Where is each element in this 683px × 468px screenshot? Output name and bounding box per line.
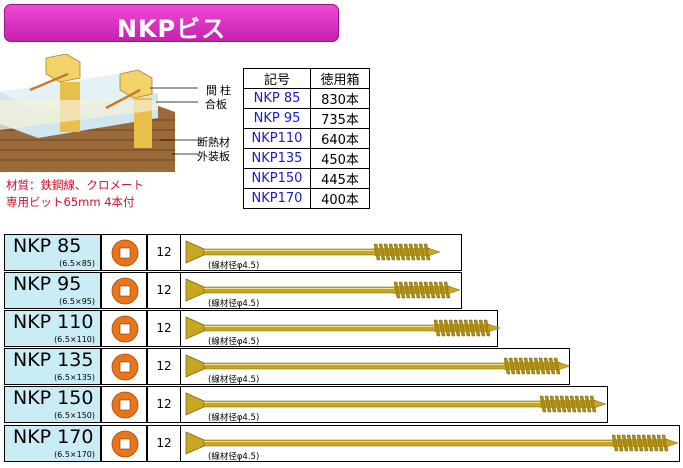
screw-name-cell: NKP 85 (6.5×85) [4, 234, 101, 271]
screw-name: NKP 95 [13, 273, 82, 295]
bit-note: 専用ビット65mm 4本付 [6, 195, 135, 209]
screw-head-cell [101, 272, 147, 309]
spec-table-header: 記号 徳用箱 [243, 68, 370, 89]
screw-row: NKP 150 (6.5×150) 12 (線材径φ4.5) [4, 386, 608, 423]
title-banner: NKPビス [4, 4, 339, 43]
spec-code: NKP135 [243, 148, 311, 169]
screw-size: (6.5×135) [54, 373, 95, 382]
screw-name: NKP 170 [13, 426, 94, 448]
label-plywood: 合板 [205, 98, 227, 111]
screw-name-cell: NKP 170 (6.5×170) [4, 425, 101, 462]
wire-diameter-note: (線材径φ4.5) [208, 375, 260, 385]
screw-head-icon [111, 315, 139, 343]
header-code: 記号 [243, 68, 311, 89]
screw-count-cell: 12 [147, 310, 181, 347]
screw-illustration [185, 354, 571, 378]
screw-head-cell [101, 386, 147, 423]
screw-name-cell: NKP 135 (6.5×135) [4, 348, 101, 385]
screw-count-cell: 12 [147, 386, 181, 423]
screw-illustration [185, 278, 461, 302]
label-stud: 間 [206, 84, 217, 97]
spec-qty: 735本 [310, 108, 370, 129]
screw-illustration [185, 240, 441, 264]
label-siding: 外装板 [197, 150, 230, 163]
spec-qty: 400本 [310, 188, 370, 209]
screw-row: NKP 85 (6.5×85) 12 (線材径φ4.5) [4, 234, 462, 271]
screw-illustration [185, 431, 679, 455]
screw-count: 12 [156, 359, 172, 373]
screw-name-cell: NKP 95 (6.5×95) [4, 272, 101, 309]
spec-qty: 830本 [310, 88, 370, 109]
table-row: NKP135 450本 [243, 148, 370, 169]
screw-head-cell [101, 425, 147, 462]
spec-table: 記号 徳用箱 NKP 85 830本 NKP 95 735本 NKP110 64… [243, 68, 370, 209]
screw-name-cell: NKP 110 (6.5×110) [4, 310, 101, 347]
screw-count: 12 [156, 283, 172, 297]
screw-count-cell: 12 [147, 425, 181, 462]
screw-head-icon [111, 277, 139, 305]
wire-diameter-note: (線材径φ4.5) [208, 337, 260, 347]
header-box-qty: 徳用箱 [310, 68, 370, 89]
screw-size: (6.5×170) [54, 450, 95, 459]
spec-qty: 640本 [310, 128, 370, 149]
wall-construction-illustration [0, 54, 198, 172]
screw-row: NKP 170 (6.5×170) 12 (線材径φ4.5) [4, 425, 680, 462]
table-row: NKP 85 830本 [243, 88, 370, 109]
wire-diameter-note: (線材径φ4.5) [208, 261, 260, 271]
screw-row: NKP 110 (6.5×110) 12 (線材径φ4.5) [4, 310, 501, 347]
spec-code: NKP150 [243, 168, 311, 189]
screw-row: NKP 95 (6.5×95) 12 (線材径φ4.5) [4, 272, 462, 309]
label-pillar: 柱 [220, 84, 231, 97]
screw-size: (6.5×110) [54, 335, 95, 344]
screw-name: NKP 110 [13, 311, 94, 333]
screw-name: NKP 135 [13, 349, 94, 371]
screw-row: NKP 135 (6.5×135) 12 (線材径φ4.5) [4, 348, 571, 385]
wire-diameter-note: (線材径φ4.5) [208, 413, 260, 423]
page-title: NKPビス [116, 15, 227, 43]
spec-code: NKP110 [243, 128, 311, 149]
screw-head-cell [101, 310, 147, 347]
screw-head-icon [111, 239, 139, 267]
screw-head-icon [111, 430, 139, 458]
screw-illustration [185, 392, 607, 416]
spec-code: NKP 95 [243, 108, 311, 129]
table-row: NKP110 640本 [243, 128, 370, 149]
screw-name-cell: NKP 150 (6.5×150) [4, 386, 101, 423]
table-row: NKP 95 735本 [243, 108, 370, 129]
screw-head-icon [111, 353, 139, 381]
table-row: NKP170 400本 [243, 188, 370, 209]
screw-size: (6.5×95) [59, 297, 95, 306]
screw-head-icon [111, 391, 139, 419]
material-note: 材質：鉄鋼線、クロメート [6, 178, 144, 192]
screw-illustration [185, 316, 501, 340]
screw-size: (6.5×150) [54, 411, 95, 420]
wire-diameter-note: (線材径φ4.5) [208, 452, 260, 462]
wire-diameter-note: (線材径φ4.5) [208, 299, 260, 309]
screw-count: 12 [156, 321, 172, 335]
screw-count-cell: 12 [147, 348, 181, 385]
screw-name: NKP 150 [13, 387, 94, 409]
spec-qty: 445本 [310, 168, 370, 189]
table-row: NKP150 445本 [243, 168, 370, 189]
screw-count-cell: 12 [147, 272, 181, 309]
spec-code: NKP 85 [243, 88, 311, 109]
screw-count: 12 [156, 397, 172, 411]
screw-size: (6.5×85) [59, 259, 95, 268]
spec-code: NKP170 [243, 188, 311, 209]
screw-count: 12 [156, 245, 172, 259]
screw-head-cell [101, 348, 147, 385]
label-insulation: 断熱材 [197, 136, 230, 149]
screw-count-cell: 12 [147, 234, 181, 271]
screw-name: NKP 85 [13, 235, 82, 257]
screw-head-cell [101, 234, 147, 271]
screw-count: 12 [156, 436, 172, 450]
spec-qty: 450本 [310, 148, 370, 169]
